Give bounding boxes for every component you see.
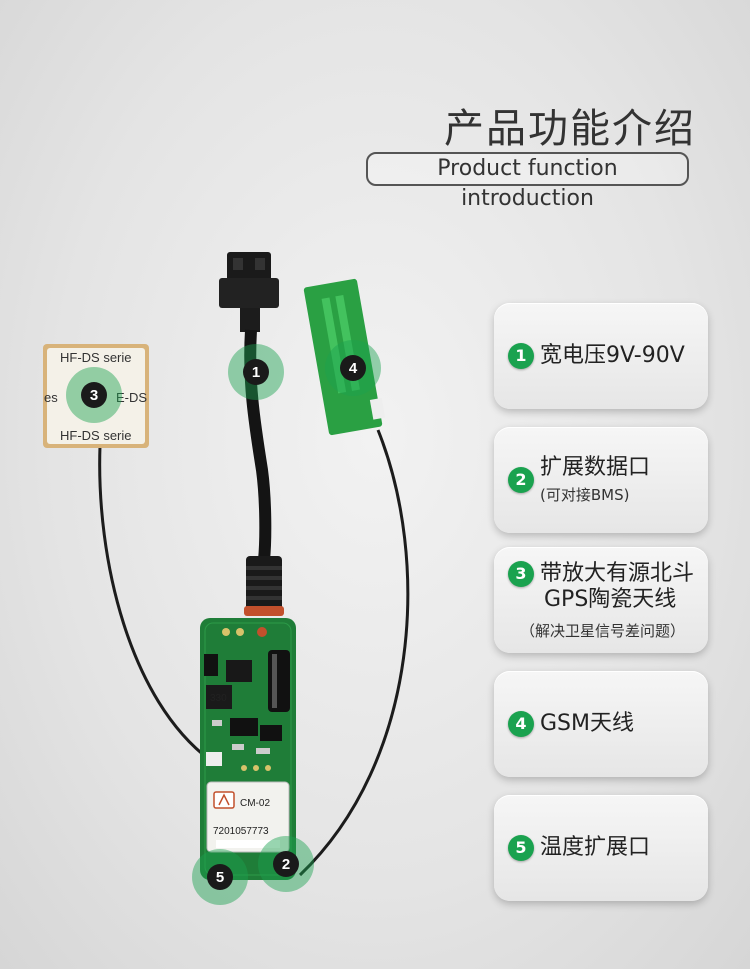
callout-4-number: 4 xyxy=(349,360,358,377)
callout-1: 1 xyxy=(228,344,284,400)
gsm-cable xyxy=(298,429,410,877)
callout-3-number: 3 xyxy=(90,387,98,404)
feature-3-note: （解决卫星信号差问题） xyxy=(520,622,686,640)
feature-1-title: 宽电压9V-90V xyxy=(540,343,685,368)
feature-2-title: 扩展数据口 xyxy=(540,455,651,480)
feature-3-title: 带放大有源北斗 xyxy=(540,561,695,586)
feature-2-badge: 2 xyxy=(508,467,534,493)
module-model-label: CM-02 xyxy=(240,798,270,809)
patch-label-right: E-DS xyxy=(116,390,147,405)
page-title: 产品功能介绍 xyxy=(444,106,696,152)
callout-2: 2 xyxy=(258,836,314,892)
feature-card-5: 5 温度扩展口 xyxy=(494,795,708,901)
feature-card-3: 3 带放大有源北斗 GPS陶瓷天线 （解决卫星信号差问题） xyxy=(494,547,708,653)
patch-label-bottom: HF-DS serie xyxy=(60,428,132,443)
feature-4-title: GSM天线 xyxy=(540,711,634,736)
gsm-module xyxy=(206,781,290,853)
feature-card-1: 1 宽电压9V-90V xyxy=(494,303,708,409)
feature-4-badge: 4 xyxy=(508,711,534,737)
feature-5-badge: 5 xyxy=(508,835,534,861)
patch-label-top: HF-DS serie xyxy=(60,350,132,365)
page-subtitle: Product function introduction xyxy=(366,152,689,211)
callout-4: 4 xyxy=(325,340,381,396)
callout-5: 5 xyxy=(192,849,248,905)
patch-label-left: es xyxy=(44,390,58,405)
callout-3: 3 xyxy=(66,367,122,423)
feature-5-title: 温度扩展口 xyxy=(540,835,651,860)
gsm-flex-antenna xyxy=(303,278,386,436)
callout-5-number: 5 xyxy=(216,869,224,886)
power-connector xyxy=(219,252,279,332)
callout-1-number: 1 xyxy=(252,364,260,381)
feature-3-badge: 3 xyxy=(508,561,534,587)
feature-3-title-line2: GPS陶瓷天线 xyxy=(544,587,677,612)
feature-card-2: 2 扩展数据口 (可对接BMS) xyxy=(494,427,708,533)
feature-card-4: 4 GSM天线 xyxy=(494,671,708,777)
callout-2-number: 2 xyxy=(282,856,290,873)
feature-1-badge: 1 xyxy=(508,343,534,369)
gps-cable xyxy=(98,445,211,762)
cable-strain-relief xyxy=(244,556,284,616)
inductor-label: 330 xyxy=(210,693,227,704)
module-serial-label: 7201057773 xyxy=(213,826,269,837)
feature-2-note: (可对接BMS) xyxy=(540,486,630,504)
